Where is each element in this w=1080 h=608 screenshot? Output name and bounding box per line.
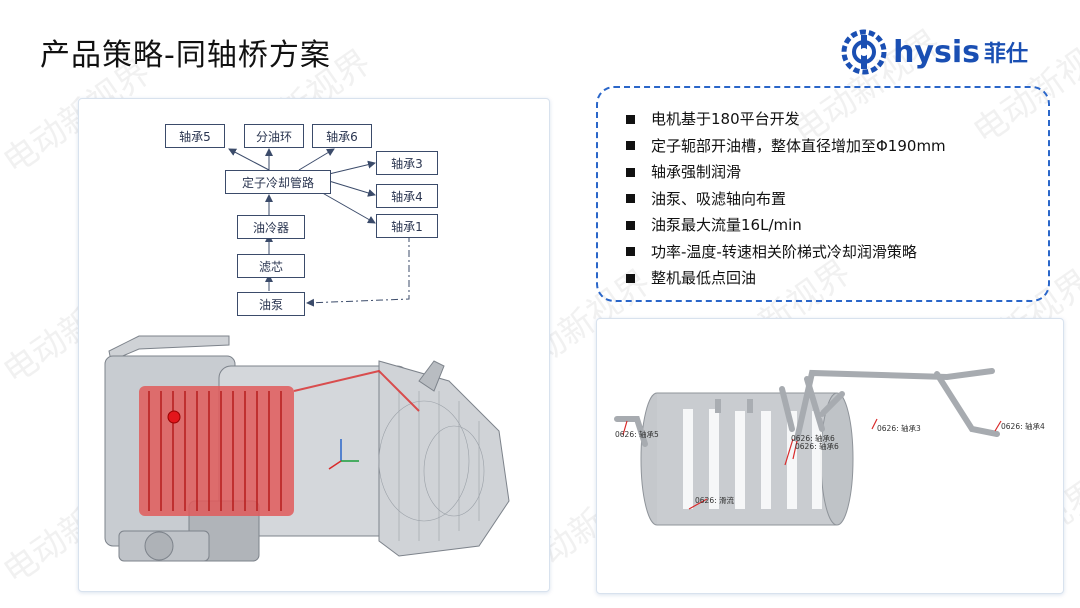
page-title: 产品策略-同轴桥方案 — [40, 38, 331, 73]
label-bearing5: 0626: 轴承5 — [615, 430, 659, 439]
flow-node-bearing6: 轴承6 — [312, 124, 372, 148]
flow-node-bearing5: 轴承5 — [165, 124, 225, 148]
features-box: 电机基于180平台开发 定子轭部开油槽，整体直径增加至Φ190mm 轴承强制润滑… — [596, 86, 1050, 302]
label-flow: 0626: 滑流 — [695, 496, 734, 505]
logo-wordmark: hysis — [893, 34, 980, 70]
feature-text: 整机最低点回油 — [651, 269, 757, 287]
feature-text: 轴承强制润滑 — [651, 163, 742, 181]
flow-node-bearing1: 轴承1 — [376, 214, 438, 238]
motor-panel: 轴承5 分油环 轴承6 定子冷却管路 轴承3 轴承4 轴承1 油冷器 滤芯 油泵 — [78, 98, 550, 592]
list-item: 油泵、吸滤轴向布置 — [626, 186, 1048, 213]
flow-node-stator-pipe: 定子冷却管路 — [225, 170, 331, 194]
label-bearing4: 0626: 轴承4 — [1001, 422, 1045, 431]
bullet-square-icon — [626, 167, 635, 177]
list-item: 功率-温度-转速相关阶梯式冷却润滑策略 — [626, 239, 1048, 266]
flow-node-oil-pump: 油泵 — [237, 292, 305, 316]
bullet-square-icon — [626, 141, 635, 151]
cooling-pipe-model — [614, 368, 1002, 526]
list-item: 定子轭部开油槽，整体直径增加至Φ190mm — [626, 133, 1048, 160]
flow-node-bearing3: 轴承3 — [376, 151, 438, 175]
motor-cutaway-render — [104, 335, 510, 562]
list-item: 轴承强制润滑 — [626, 159, 1048, 186]
stator-cooling-section — [139, 369, 420, 516]
label-bearing6-alt: 0626: 轴承6 — [795, 442, 839, 451]
list-item: 整机最低点回油 — [626, 265, 1048, 292]
brand-logo: hysis 菲仕 — [841, 28, 1028, 76]
bullet-square-icon — [626, 247, 635, 257]
logo-chinese: 菲仕 — [983, 42, 1028, 67]
bullet-square-icon — [626, 194, 635, 204]
flow-node-bearing4: 轴承4 — [376, 184, 438, 208]
feature-list: 电机基于180平台开发 定子轭部开油槽，整体直径增加至Φ190mm 轴承强制润滑… — [598, 88, 1048, 292]
bullet-square-icon — [626, 114, 635, 124]
list-item: 油泵最大流量16L/min — [626, 212, 1048, 239]
flow-node-oil-ring: 分油环 — [244, 124, 304, 148]
flow-node-oil-cooler: 油冷器 — [237, 215, 305, 239]
label-bearing3: 0626: 轴承3 — [877, 424, 921, 433]
feature-text: 油泵、吸滤轴向布置 — [651, 189, 787, 208]
list-item: 电机基于180平台开发 — [626, 106, 1048, 133]
phi-logo-icon — [841, 29, 887, 75]
feature-text: 功率-温度-转速相关阶梯式冷却润滑策略 — [651, 242, 917, 261]
feature-text: 电机基于180平台开发 — [651, 110, 800, 128]
flow-arrows — [228, 148, 410, 307]
cooling-pipe-model-panel: 0626: 轴承5 0626: 轴承6 0626: 轴承6 0626: 轴承3 … — [596, 318, 1064, 594]
feature-text: 定子轭部开油槽，整体直径增加至Φ190mm — [651, 136, 946, 155]
bullet-square-icon — [626, 220, 635, 230]
flow-node-filter: 滤芯 — [237, 254, 305, 278]
label-bearing6: 0626: 轴承6 — [791, 434, 835, 443]
bullet-square-icon — [626, 273, 635, 283]
feature-text: 油泵最大流量16L/min — [651, 216, 802, 234]
